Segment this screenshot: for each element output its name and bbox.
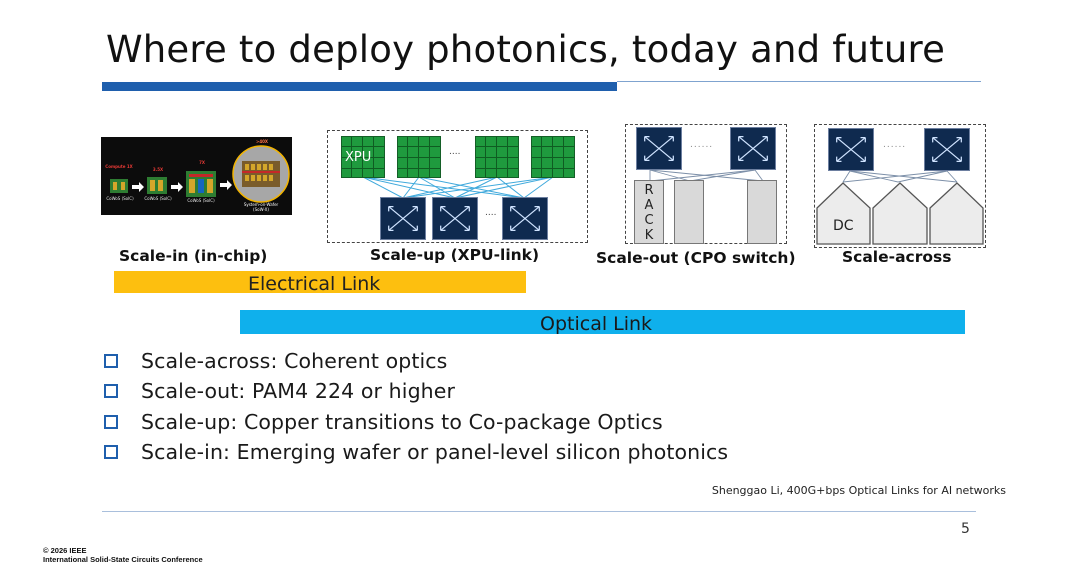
switch-icon [440, 205, 470, 232]
scale-up-switch-2 [432, 197, 478, 240]
rack-1 [634, 180, 664, 244]
dc-label: DC [833, 218, 854, 234]
scale-up-switch-1 [380, 197, 426, 240]
rack-2 [674, 180, 704, 244]
page-number: 5 [961, 521, 970, 537]
rack-letter-a: A [644, 198, 654, 213]
scale-in-caption: Scale-in (in-chip) [119, 247, 268, 265]
chip-label-7x: 7X [199, 160, 205, 165]
rack-letter-k: K [644, 228, 654, 243]
switch-icon [738, 135, 768, 162]
chip-label-3-5x: 3.5X [152, 167, 164, 172]
scale-out-switch-2 [730, 127, 776, 170]
scale-across-panel [814, 124, 986, 248]
square-bullet-icon [104, 354, 118, 369]
switch-icon [388, 205, 418, 232]
scale-out-caption: Scale-out (CPO switch) [596, 249, 796, 267]
bullet-text: Scale-out: PAM4 224 or higher [141, 379, 456, 404]
xpu-block-2 [397, 136, 441, 178]
bullet-text: Scale-across: Coherent optics [141, 349, 448, 374]
switch-icon [836, 136, 866, 163]
scale-up-links [362, 176, 554, 199]
title-underline-thin [617, 81, 981, 82]
scale-out-panel [625, 124, 787, 244]
switch-icon [644, 135, 674, 162]
dc-building-1 [816, 182, 871, 245]
title-underline-thick [102, 82, 617, 91]
dc-building-3 [929, 182, 984, 245]
optical-link-label: Optical Link [540, 313, 653, 335]
bullet-text: Scale-in: Emerging wafer or panel-level … [141, 440, 729, 465]
square-bullet-icon [104, 414, 118, 429]
scale-out-links [649, 169, 764, 182]
scale-up-caption: Scale-up (XPU-link) [370, 246, 540, 264]
copyright-notice: © 2026 IEEE International Solid-State Ci… [43, 546, 203, 564]
chip-caption-1: CoWoS (SoIC) [106, 196, 134, 201]
scale-across-graphic [816, 170, 984, 245]
bullet-item: Scale-out: PAM4 224 or higher [104, 376, 728, 406]
scale-across-ellipsis: ...... [883, 140, 907, 150]
switch-icon [510, 205, 540, 232]
bullet-item: Scale-up: Copper transitions to Co-packa… [104, 407, 728, 437]
scale-up-switch-3 [502, 197, 548, 240]
switch-ellipsis: .... [485, 208, 497, 218]
xpu-ellipsis: .... [449, 147, 461, 157]
square-bullet-icon [104, 445, 118, 460]
chip-caption-3: CoWoS (SoIC) [187, 198, 215, 203]
scale-in-chip-image: Compute 1X 3.5X 7X >40X CoWoS (SoIC) CoW… [101, 137, 292, 215]
xpu-block-1 [341, 136, 385, 178]
source-credit: Shenggao Li, 400G+bps Optical Links for … [711, 484, 1006, 497]
rack-letter-r: R [644, 183, 654, 198]
scale-out-switch-1 [636, 127, 682, 170]
square-bullet-icon [104, 384, 118, 399]
scale-up-panel [327, 130, 588, 243]
rack-3 [747, 180, 777, 244]
copyright-line-1: © 2026 IEEE [43, 546, 87, 555]
xpu-block-4 [531, 136, 575, 178]
dc-building-2 [872, 182, 928, 245]
footer-divider [102, 511, 976, 512]
scale-across-switch-1 [828, 128, 874, 171]
switch-icon [932, 136, 962, 163]
electrical-link-label: Electrical Link [248, 273, 381, 295]
chip-caption-4: System-on-Wafer (SoW-X) [243, 202, 279, 212]
xpu-block-3 [475, 136, 519, 178]
chip-caption-2: CoWoS (SoIC) [144, 196, 172, 201]
chip-label-compute: Compute 1X [105, 164, 133, 169]
copyright-line-2: International Solid-State Circuits Confe… [43, 555, 203, 564]
chip-evolution-graphic [110, 145, 290, 203]
chip-label-40x: >40X [255, 139, 268, 144]
xpu-label: XPU [345, 150, 372, 165]
bullet-item: Scale-in: Emerging wafer or panel-level … [104, 437, 728, 467]
scale-across-switch-2 [924, 128, 970, 171]
bullet-item: Scale-across: Coherent optics [104, 346, 728, 376]
slide-title: Where to deploy photonics, today and fut… [106, 28, 946, 71]
scale-across-caption: Scale-across [842, 248, 952, 266]
bullet-list: Scale-across: Coherent optics Scale-out:… [104, 346, 728, 467]
electrical-link-bar [114, 271, 526, 293]
rack-letter-c: C [644, 213, 654, 228]
bullet-text: Scale-up: Copper transitions to Co-packa… [141, 409, 663, 434]
optical-link-bar [240, 310, 965, 334]
scale-out-ellipsis: ...... [690, 140, 714, 150]
